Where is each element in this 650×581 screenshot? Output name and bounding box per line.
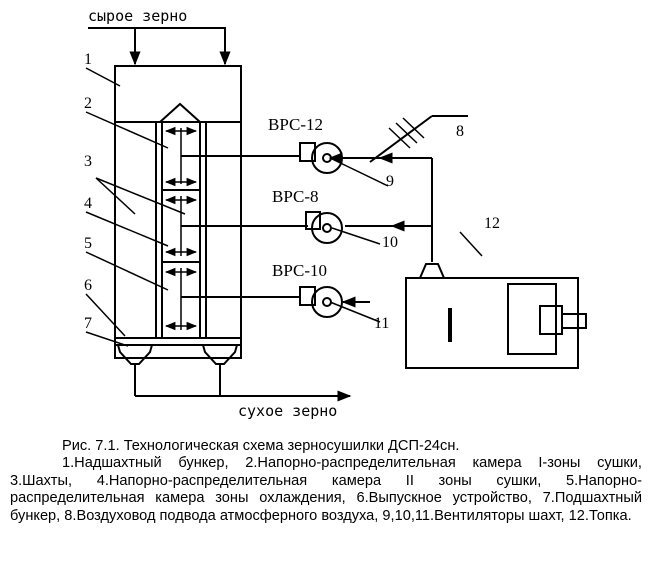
dryer-scheme-diagram: сырое зерно сухое зерно ВРС-12 ВРС-8 ВРС… [84, 7, 587, 420]
num-9: 9 [386, 173, 394, 190]
caption-title: Рис. 7.1. Технологическая схема зерносуш… [62, 438, 460, 454]
lower-hopper-left [117, 344, 153, 365]
num-8: 8 [456, 123, 464, 140]
fan-label-vrs8: ВРС-8 [272, 187, 319, 206]
num-2: 2 [84, 95, 92, 112]
furnace [405, 277, 579, 369]
caption-legend: 1.Надшахтный бункер, 2.Напорно-распредел… [10, 455, 642, 524]
upper-hopper-cone [159, 102, 201, 123]
num-3: 3 [84, 153, 92, 170]
lower-hopper-right [202, 344, 238, 365]
num-1: 1 [84, 51, 92, 68]
num-4: 4 [84, 195, 92, 212]
dryer-body [114, 65, 242, 359]
fan-icon [299, 286, 343, 318]
num-11: 11 [374, 315, 389, 332]
num-7: 7 [84, 315, 92, 332]
fan-label-vrs10: ВРС-10 [272, 261, 327, 280]
figure-caption: Рис. 7.1. Технологическая схема зерносуш… [10, 438, 642, 525]
num-5: 5 [84, 235, 92, 252]
num-10: 10 [382, 234, 398, 251]
dry-grain-label: сухое зерно [238, 402, 337, 420]
num-12: 12 [484, 215, 500, 232]
raw-grain-label: сырое зерно [88, 7, 187, 25]
fan-icon [305, 211, 343, 244]
num-6: 6 [84, 277, 92, 294]
fan-label-vrs12: ВРС-12 [268, 115, 323, 134]
